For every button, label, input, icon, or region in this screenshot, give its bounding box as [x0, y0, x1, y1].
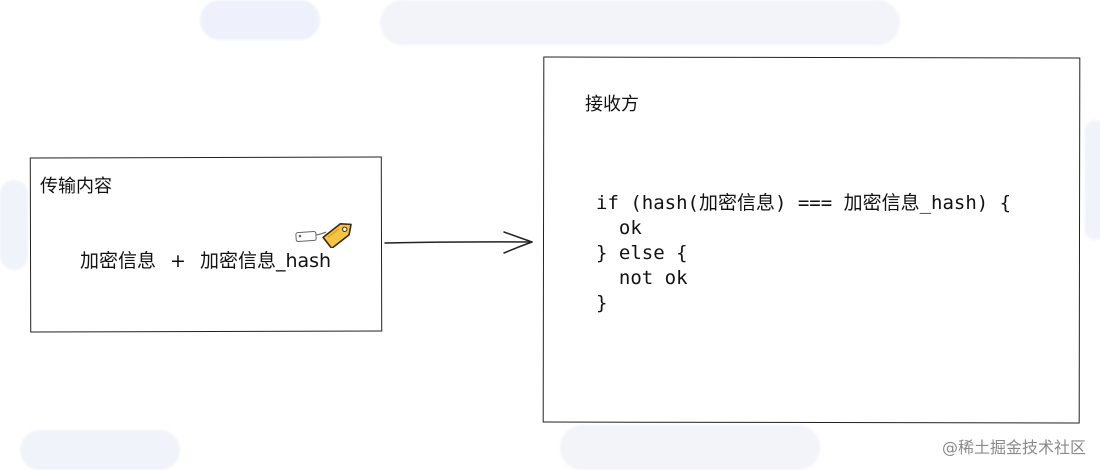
encrypted-info-hash-label: 加密信息_hash — [199, 250, 332, 272]
code-line: } — [596, 292, 608, 314]
price-tag-icon — [295, 222, 352, 248]
watermark-blob — [20, 430, 180, 470]
code-line: ok — [596, 217, 642, 239]
watermark-blob — [200, 0, 320, 40]
right-arrow — [384, 231, 533, 254]
receiver-title: 接收方 — [585, 94, 639, 115]
code-line: } else { — [596, 242, 688, 264]
transmission-content-title: 传输内容 — [40, 176, 112, 197]
encrypted-info-label: 加密信息 — [80, 250, 157, 272]
code-line: not ok — [596, 267, 688, 289]
code-line: if (hash(加密信息) === 加密信息_hash) { — [596, 192, 1012, 214]
watermark-blob — [1085, 120, 1100, 240]
watermark-blob — [560, 425, 820, 470]
plus-operator: + — [170, 250, 186, 272]
watermark-blob — [380, 0, 900, 45]
verification-code-block: if (hash(加密信息) === 加密信息_hash) { ok } else… — [596, 191, 1011, 316]
source-credit: @稀土掘金技术社区 — [941, 438, 1086, 457]
watermark-blob — [0, 180, 28, 270]
transmission-content-formula: 加密信息 + 加密信息_hash — [80, 246, 331, 273]
